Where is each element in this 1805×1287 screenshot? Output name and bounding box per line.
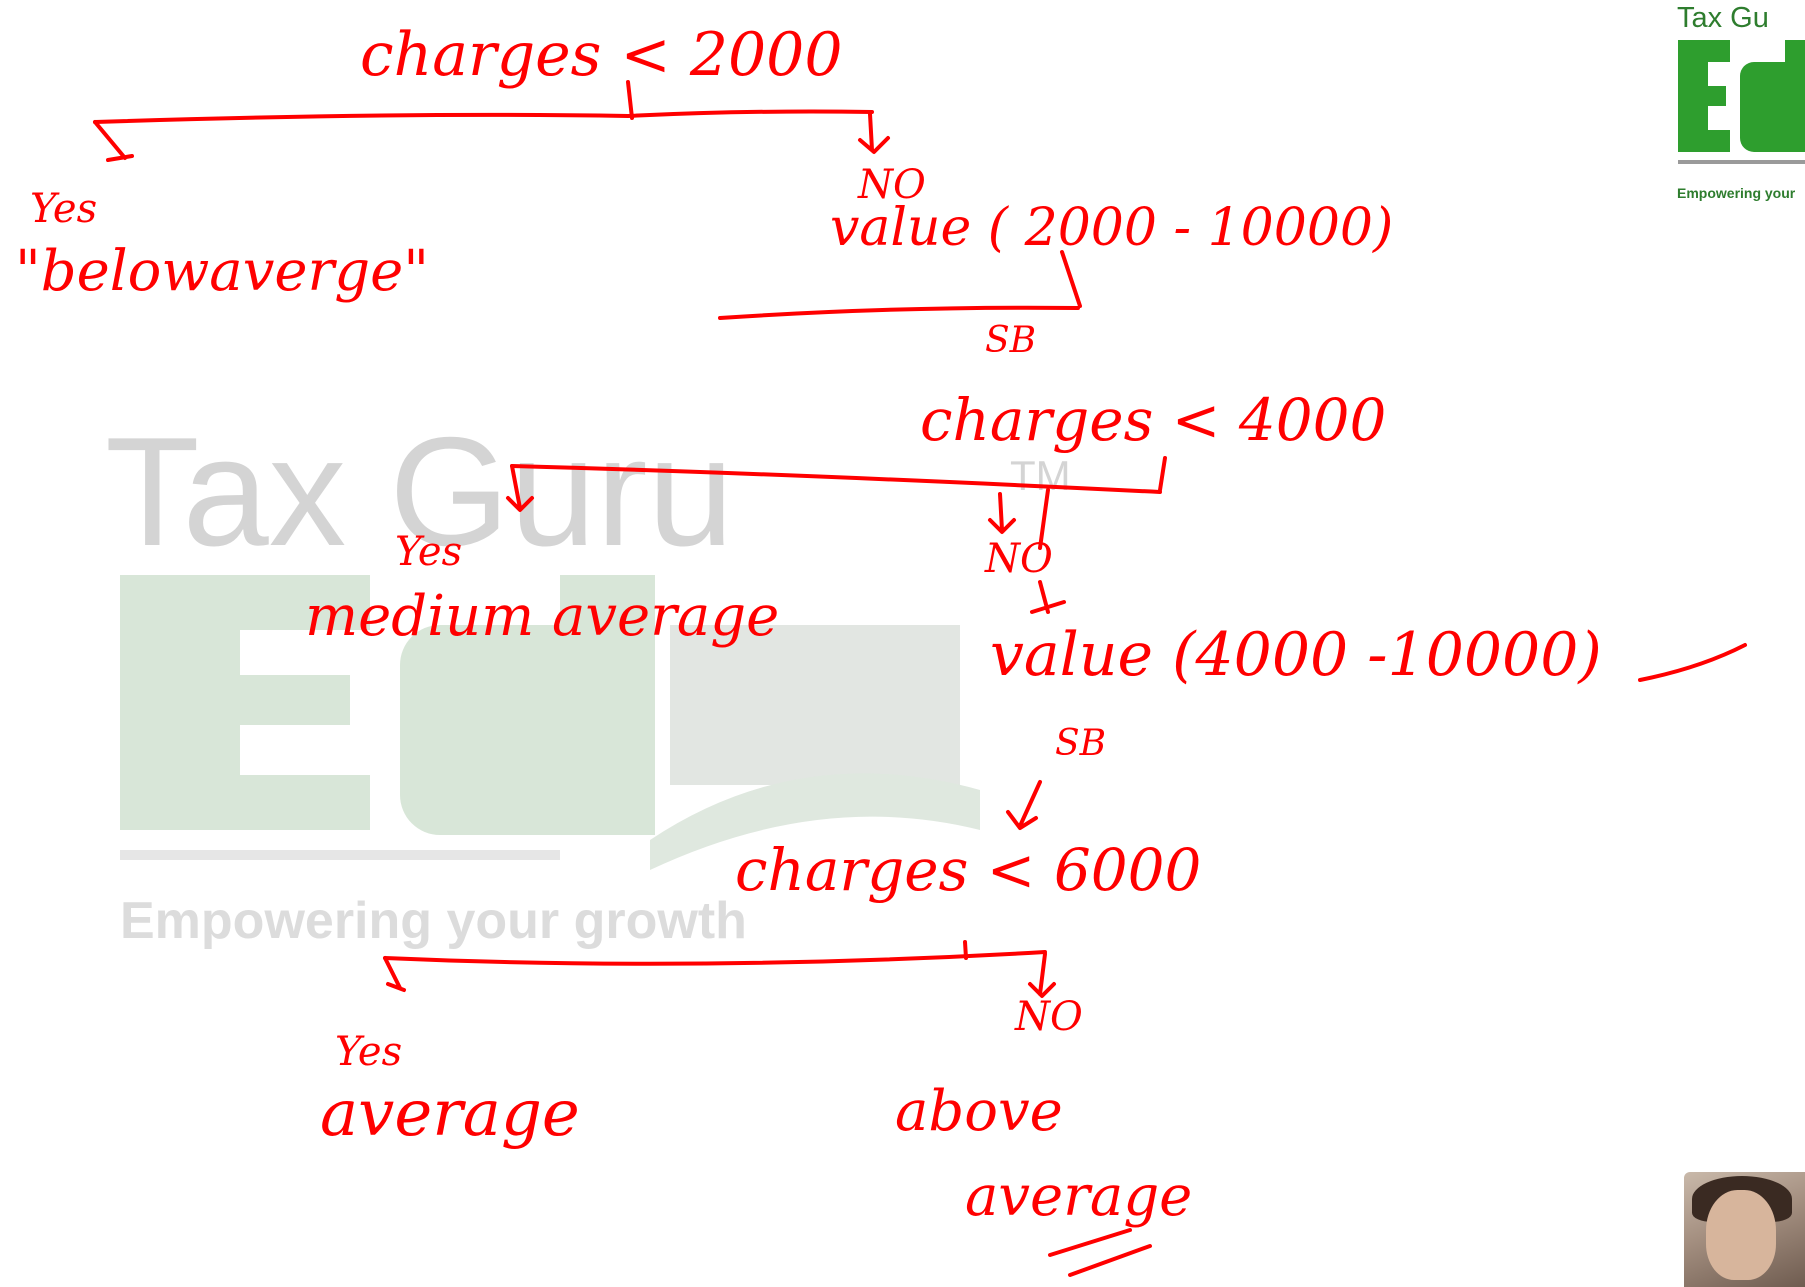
second-no-range: value (4000 -10000) bbox=[990, 620, 1602, 690]
third-no-arrow bbox=[1028, 952, 1056, 998]
watermark-e-top bbox=[240, 575, 370, 630]
webcam-face bbox=[1706, 1190, 1776, 1280]
watermark-e-block bbox=[120, 575, 240, 830]
third-condition: charges < 6000 bbox=[735, 836, 1201, 904]
second-condition: charges < 4000 bbox=[920, 386, 1386, 454]
logo-brand-text: Tax Gu bbox=[1677, 2, 1769, 34]
root-stem bbox=[626, 80, 634, 120]
second-no-down-arrow bbox=[1030, 580, 1066, 614]
third-branch-line bbox=[383, 950, 1047, 966]
logo-e-stem bbox=[1678, 40, 1708, 152]
second-no-sb: SB bbox=[1055, 723, 1106, 764]
logo-d-stem bbox=[1785, 40, 1805, 152]
root-yes-result: "belowaverge" bbox=[15, 239, 429, 304]
watermark-book-page bbox=[670, 625, 960, 785]
root-yes-arrow bbox=[93, 120, 134, 162]
second-branch-line bbox=[510, 464, 1162, 494]
second-no-sb-arrow bbox=[1006, 780, 1042, 830]
root-yes-label: Yes bbox=[30, 186, 97, 232]
logo-e-mid bbox=[1708, 86, 1726, 106]
watermark: Tax Guru TM Empowering your growth bbox=[105, 405, 1071, 950]
brand-logo: Tax Gu Empowering your bbox=[1677, 2, 1805, 201]
third-no-label: NO bbox=[1014, 994, 1083, 1040]
root-no-bracket bbox=[718, 250, 1082, 320]
watermark-e-bottom bbox=[240, 775, 370, 830]
watermark-book-icon bbox=[650, 773, 980, 870]
second-yes-label: Yes bbox=[395, 529, 462, 575]
root-no-arrow bbox=[858, 112, 890, 154]
decision-flow: charges < 2000 Yes "belowaverge" NO valu… bbox=[15, 20, 1747, 1277]
logo-tagline: Empowering your bbox=[1677, 185, 1796, 201]
watermark-e-mid bbox=[240, 675, 350, 725]
watermark-tagline: Empowering your growth bbox=[120, 892, 747, 950]
root-no-range: value ( 2000 - 10000) bbox=[830, 198, 1393, 258]
watermark-trademark: TM bbox=[1010, 452, 1071, 499]
final-double-underline bbox=[1048, 1228, 1152, 1277]
third-yes-label: Yes bbox=[335, 1029, 402, 1075]
third-yes-result: average bbox=[320, 1077, 580, 1151]
logo-divider bbox=[1678, 160, 1805, 164]
watermark-underline bbox=[120, 850, 560, 860]
second-no-arrow bbox=[988, 488, 1050, 550]
watermark-d-stem bbox=[560, 575, 655, 835]
second-yes-result: medium average bbox=[305, 584, 779, 649]
root-no-sb: SB bbox=[985, 320, 1036, 361]
logo-e-top bbox=[1708, 40, 1730, 62]
second-no-label: NO bbox=[984, 536, 1053, 582]
logo-e-bottom bbox=[1708, 130, 1730, 152]
third-no-result-line2: average bbox=[965, 1164, 1192, 1229]
third-no-result-line1: above bbox=[895, 1079, 1063, 1144]
webcam-thumbnail bbox=[1684, 1172, 1805, 1287]
second-no-underline bbox=[1638, 643, 1747, 682]
third-yes-arrow bbox=[383, 956, 406, 992]
root-no-label: NO bbox=[857, 162, 926, 208]
second-yes-arrow bbox=[506, 464, 534, 512]
root-condition: charges < 2000 bbox=[360, 20, 843, 90]
watermark-brand-text: Tax Guru bbox=[105, 405, 734, 578]
second-stem bbox=[1158, 456, 1167, 492]
root-branch-line bbox=[93, 109, 874, 124]
